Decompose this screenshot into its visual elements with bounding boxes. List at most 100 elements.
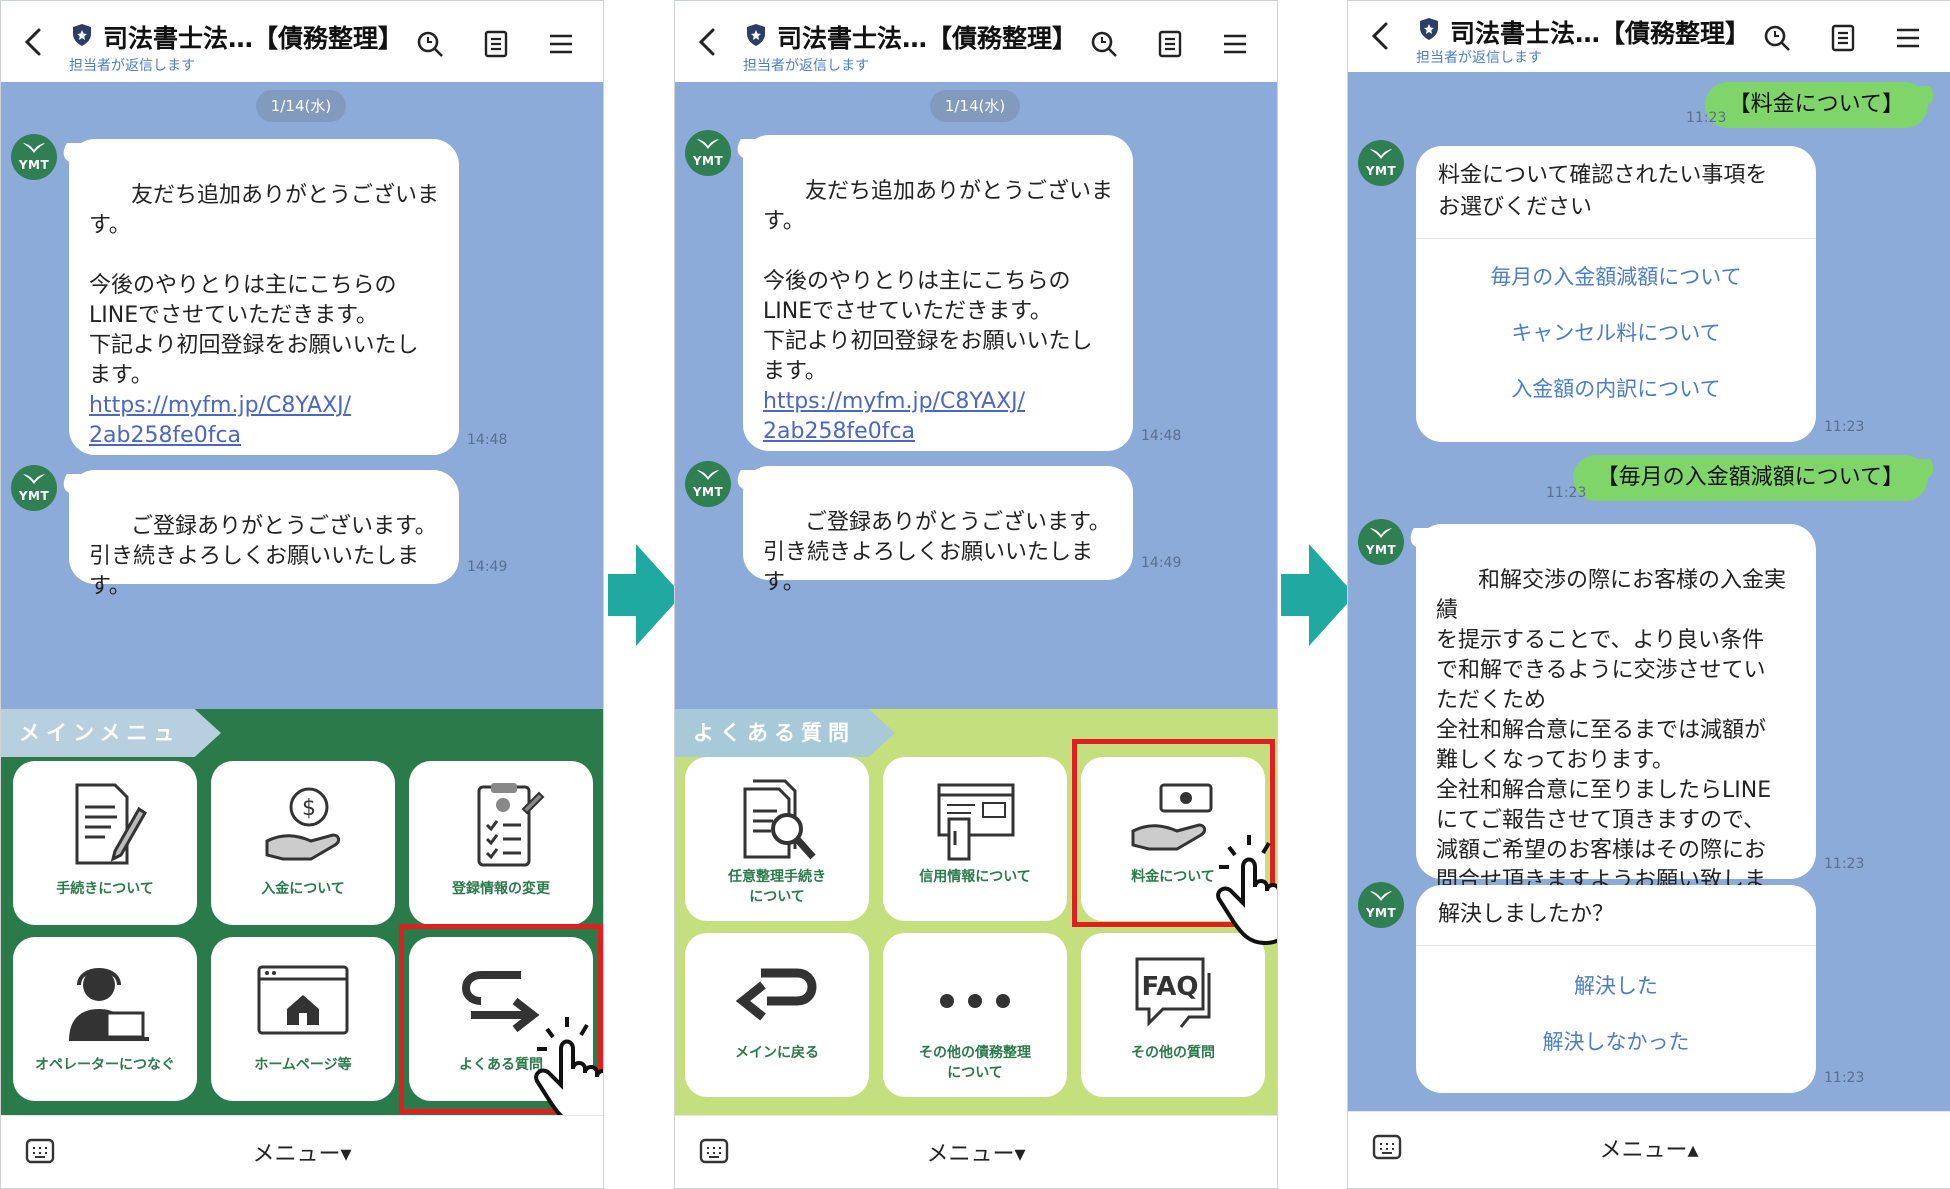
hamburger-icon[interactable] [1220, 29, 1250, 59]
chat-title: 司法書士法…【債務整理】 [103, 24, 404, 53]
wings-logo-icon [23, 143, 45, 153]
user-message-bubble: 【料金について】 [1704, 82, 1928, 128]
chat-subtitle: 担当者が返信します [1416, 50, 1542, 66]
registration-link[interactable]: https://myfm.jp/C8YAXJ/ 2ab258fe0fca [89, 393, 352, 448]
arrow-right-icon [608, 544, 682, 646]
message-text: ご登録ありがとうございます。 引き続きよろしくお願いいたしま す。 [763, 510, 1111, 595]
clipboard-person-icon [477, 783, 545, 867]
menu-toggle[interactable]: メニュー▴ [1599, 1138, 1699, 1163]
share-arrow-icon [462, 971, 540, 1033]
document-search-icon [743, 779, 816, 860]
search-icon[interactable] [1089, 29, 1119, 59]
option-resolved[interactable]: 解決した [1574, 974, 1658, 998]
message-time: 14:49 [467, 559, 508, 575]
note-icon[interactable] [1828, 23, 1858, 53]
tile-registration-change[interactable]: 登録情報の変更 [409, 761, 593, 925]
menu-toggle[interactable]: メニュー▾ [926, 1142, 1026, 1167]
highlight-box [399, 924, 603, 1114]
option-not-resolved[interactable]: 解決しなかった [1542, 1030, 1690, 1054]
tile-procedure[interactable]: 手続きについて [13, 761, 197, 925]
tile-operator[interactable]: オペレーターにつなぐ [13, 937, 197, 1101]
option-payment-breakdown[interactable]: 入金額の内訳について [1511, 377, 1721, 401]
tile-label: その他の債務整理 について [919, 1045, 1031, 1081]
chat-area[interactable]: 1/14(水) YMT 友だち追加ありがとうございま す。 今後のやりとりは主に… [675, 82, 1277, 709]
tile-credit-info[interactable]: 信用情報について [883, 757, 1067, 921]
message-bubble: 友だち追加ありがとうございま す。 今後のやりとりは主にこちらの LINEでさせ… [69, 139, 459, 455]
tile-label: その他の質問 [1131, 1045, 1215, 1061]
wings-logo-icon [1370, 528, 1392, 538]
option-cancel-fee[interactable]: キャンセル料について [1511, 321, 1721, 345]
tile-other-questions[interactable]: FAQ その他の質問 [1081, 933, 1265, 1097]
chat-header: 司法書士法…【債務整理】 担当者が返信します [675, 1, 1277, 82]
message-bubble: 和解交渉の際にお客様の入金実績 を提示することで、より良い条件 で和解できるよう… [1416, 524, 1816, 923]
highlight-box [1072, 739, 1275, 927]
tile-label: ホームページ等 [254, 1057, 352, 1073]
avatar: YMT [685, 130, 731, 176]
chat-subtitle: 担当者が返信します [743, 58, 869, 74]
message-time: 11:23 [1546, 485, 1587, 501]
ellipsis-icon [940, 994, 1010, 1008]
tile-label: メインに戻る [735, 1045, 819, 1061]
message-text: 友だち追加ありがとうございま す。 今後のやりとりは主にこちらの LINEでさせ… [763, 179, 1113, 384]
registration-link[interactable]: https://myfm.jp/C8YAXJ/ 2ab258fe0fca [763, 389, 1026, 444]
back-icon[interactable] [695, 27, 721, 57]
tile-homepage[interactable]: ホームページ等 [211, 937, 395, 1101]
tile-label: 任意整理手続き について [728, 869, 826, 905]
rich-menu-title: よくある質問 [675, 709, 895, 757]
message-text: 友だち追加ありがとうございま す。 今後のやりとりは主にこちらの LINEでさせ… [89, 183, 439, 388]
message-time: 14:48 [467, 432, 508, 448]
hamburger-icon[interactable] [1893, 23, 1923, 53]
message-time: 11:23 [1824, 856, 1865, 872]
shield-icon [747, 24, 765, 46]
wings-logo-icon [697, 470, 719, 480]
avatar: YMT [1358, 882, 1404, 928]
tile-label: よくある質問 [459, 1057, 543, 1073]
hamburger-icon[interactable] [546, 29, 576, 59]
avatar: YMT [11, 465, 57, 511]
message-time: 14:49 [1141, 555, 1182, 571]
tile-label: 登録情報の変更 [452, 881, 550, 897]
tile-other-debt[interactable]: その他の債務整理 について [883, 933, 1067, 1097]
menu-toggle[interactable]: メニュー▾ [252, 1142, 352, 1167]
tile-voluntary-procedure[interactable]: 任意整理手続き について [685, 757, 869, 921]
message-bubble: ご登録ありがとうございます。 引き続きよろしくお願いいたしま す。 [743, 466, 1133, 595]
pointing-hand-icon [534, 1017, 603, 1128]
message-bubble: ご登録ありがとうございます。 引き続きよろしくお願いいたしま す。 [69, 470, 459, 599]
keyboard-icon[interactable] [25, 1138, 55, 1164]
message-time: 11:23 [1824, 419, 1865, 435]
options-card: 解決しましたか？ 解決した 解決しなかった [1416, 885, 1816, 1093]
svg-text:$: $ [302, 796, 316, 821]
tile-label: 手続きについて [56, 881, 154, 897]
search-icon[interactable] [415, 29, 445, 59]
return-arrow-icon [735, 968, 817, 1021]
back-icon[interactable] [21, 27, 47, 57]
wings-logo-icon [23, 474, 45, 484]
card-question: 解決しましたか？ [1416, 885, 1816, 946]
credit-document-icon [937, 783, 1015, 861]
back-icon[interactable] [1368, 21, 1394, 51]
tile-payment[interactable]: $ 入金について [211, 761, 395, 925]
keyboard-icon[interactable] [1372, 1134, 1402, 1160]
shield-icon [1420, 18, 1438, 40]
coin-hand-icon: $ [265, 787, 341, 861]
search-icon[interactable] [1762, 23, 1792, 53]
avatar: YMT [1358, 140, 1404, 186]
keyboard-icon[interactable] [699, 1138, 729, 1164]
wings-logo-icon [697, 139, 719, 149]
phone-screen-main-menu: 司法書士法…【債務整理】 担当者が返信します 1/14(水) YMT 友だち追加… [0, 0, 604, 1189]
shield-icon [73, 24, 91, 46]
wings-logo-icon [1370, 149, 1392, 159]
note-icon[interactable] [481, 29, 511, 59]
money-hand-icon [1131, 783, 1213, 851]
rich-menu-faq: よくある質問 任意整理手続き について 信用情報について 料金について メインに… [675, 709, 1277, 1115]
chat-title: 司法書士法…【債務整理】 [1450, 19, 1751, 48]
chat-area[interactable]: 【料金について】 11:23 YMT 料金について確認されたい事項を お選びくだ… [1348, 72, 1950, 1111]
chat-area[interactable]: 1/14(水) YMT 友だち追加ありがとうございま す。 今後のやりとりは主に… [1, 82, 603, 709]
faq-label: FAQ [1141, 972, 1198, 1002]
option-monthly-reduction[interactable]: 毎月の入金額減額について [1490, 265, 1742, 289]
bottom-bar: メニュー▾ [675, 1115, 1277, 1188]
tile-back-to-main[interactable]: メインに戻る [685, 933, 869, 1097]
tile-fees[interactable]: 料金について [1081, 757, 1265, 921]
note-icon[interactable] [1155, 29, 1185, 59]
message-time: 11:23 [1686, 110, 1727, 126]
